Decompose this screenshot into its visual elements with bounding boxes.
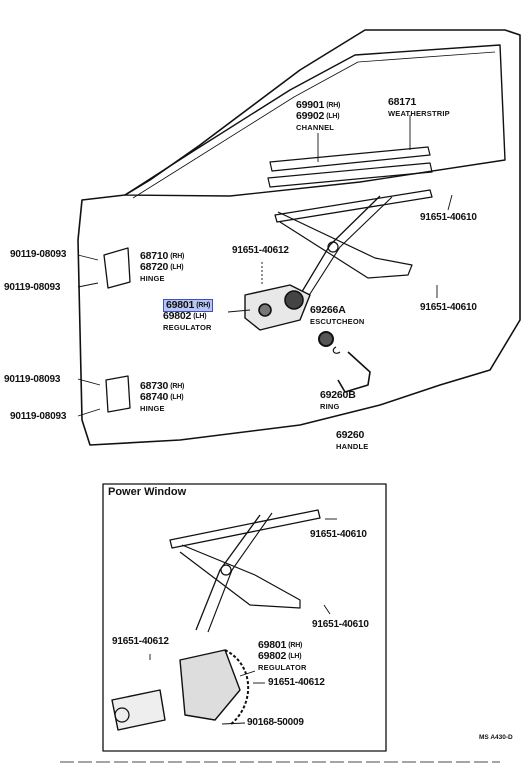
handle-pn: 69260: [336, 429, 365, 441]
regulator-rh-side: (RH): [196, 302, 211, 309]
hinge-upper-rh-side: (RH): [170, 253, 185, 260]
pw-regulator-rh-pn: 69801: [258, 639, 287, 651]
handle-name: HANDLE: [336, 442, 369, 451]
pw-gear-plate: [179, 649, 241, 721]
power-window-title: Power Window: [108, 486, 187, 498]
escutcheon-pn: 69266A: [310, 304, 346, 316]
channel-rh-pn: 69901: [296, 99, 325, 111]
lower-hinge: [105, 375, 131, 413]
pw-bolt-label-left: 91651-40612: [112, 636, 169, 647]
ring-pn: 69260B: [320, 389, 356, 401]
ring-name: RING: [320, 402, 340, 411]
regulator-lh-pn: 69802: [163, 310, 192, 322]
screw-label-1: 90119-08093: [10, 249, 67, 260]
pw-regulator-label: 69801(RH) 69802(LH) REGULATOR: [258, 640, 307, 673]
hinge-lower-rh-side: (RH): [170, 383, 185, 390]
handle: [337, 351, 371, 393]
channel-lh-side: (LH): [326, 113, 340, 120]
pw-regulator-rh-side: (RH): [288, 642, 303, 649]
hinge-lower-lh-side: (LH): [170, 394, 184, 401]
channel-lh-pn: 69902: [296, 110, 325, 122]
diagram-code: MS A430-D: [479, 734, 513, 741]
regulator-arms: [274, 189, 433, 223]
upper-hinge-label: 68710(RH) 68720(LH) HINGE: [140, 251, 184, 284]
pw-sector-gear: [224, 649, 250, 726]
escutcheon: [318, 331, 334, 347]
power-window-box: [102, 483, 387, 752]
escutcheon-label: 69266A ESCUTCHEON: [310, 305, 365, 327]
window-frame: [124, 44, 506, 197]
hinge-upper-lh-side: (LH): [170, 264, 184, 271]
hinge-lower-rh-pn: 68730: [140, 380, 169, 392]
hinge-upper-name: HINGE: [140, 274, 165, 283]
handle-label: 69260 HANDLE: [336, 430, 368, 452]
screw-label-2: 90119-08093: [4, 282, 61, 293]
lower-hinge-label: 68730(RH) 68740(LH) HINGE: [140, 381, 184, 414]
hinge-upper-rh-pn: 68710: [140, 250, 169, 262]
pw-channel-bar: [169, 509, 321, 549]
screw-label-3: 90119-08093: [4, 374, 61, 385]
bolt-label-mid: 91651-40612: [232, 245, 289, 256]
regulator-rh-pn: 69801: [166, 299, 195, 311]
pw-bolt-label-top: 91651-40610: [310, 529, 367, 540]
weatherstrip-label: 68171 WEATHERSTRIP: [388, 97, 450, 119]
pw-motor: [111, 689, 166, 731]
ring-label: 69260B RING: [320, 390, 356, 412]
channel-bar: [267, 162, 433, 188]
channel-strip: [269, 146, 431, 172]
pw-bolt-label-mid: 91651-40610: [312, 619, 369, 630]
channel-rh-side: (RH): [326, 102, 341, 109]
channel-name: CHANNEL: [296, 123, 335, 132]
upper-hinge: [103, 247, 131, 289]
weatherstrip-pn: 68171: [388, 96, 417, 108]
hinge-upper-lh-pn: 68720: [140, 261, 169, 273]
regulator-highlight[interactable]: 69801(RH): [163, 299, 214, 312]
hinge-lower-lh-pn: 68740: [140, 391, 169, 403]
escutcheon-name: ESCUTCHEON: [310, 317, 365, 326]
pw-bolt-label-lower: 91651-40612: [268, 677, 325, 688]
screw-label-4: 90119-08093: [10, 411, 67, 422]
weatherstrip-name: WEATHERSTRIP: [388, 109, 450, 118]
bolt-label-right-mid: 91651-40610: [420, 302, 477, 313]
hinge-lower-name: HINGE: [140, 404, 165, 413]
bolt-label-top-right: 91651-40610: [420, 212, 477, 223]
regulator-label: 69801(RH) 69802(LH) REGULATOR: [163, 299, 214, 333]
regulator-name: REGULATOR: [163, 323, 212, 332]
channel-label: 69901(RH) 69902(LH) CHANNEL: [296, 100, 340, 133]
pw-regulator-lh-pn: 69802: [258, 650, 287, 662]
pw-regulator-lh-side: (LH): [288, 653, 302, 660]
pw-regulator-name: REGULATOR: [258, 663, 307, 672]
pw-bolt-label-bottom: 90168-50009: [247, 717, 304, 728]
regulator-lh-side: (LH): [193, 313, 207, 320]
